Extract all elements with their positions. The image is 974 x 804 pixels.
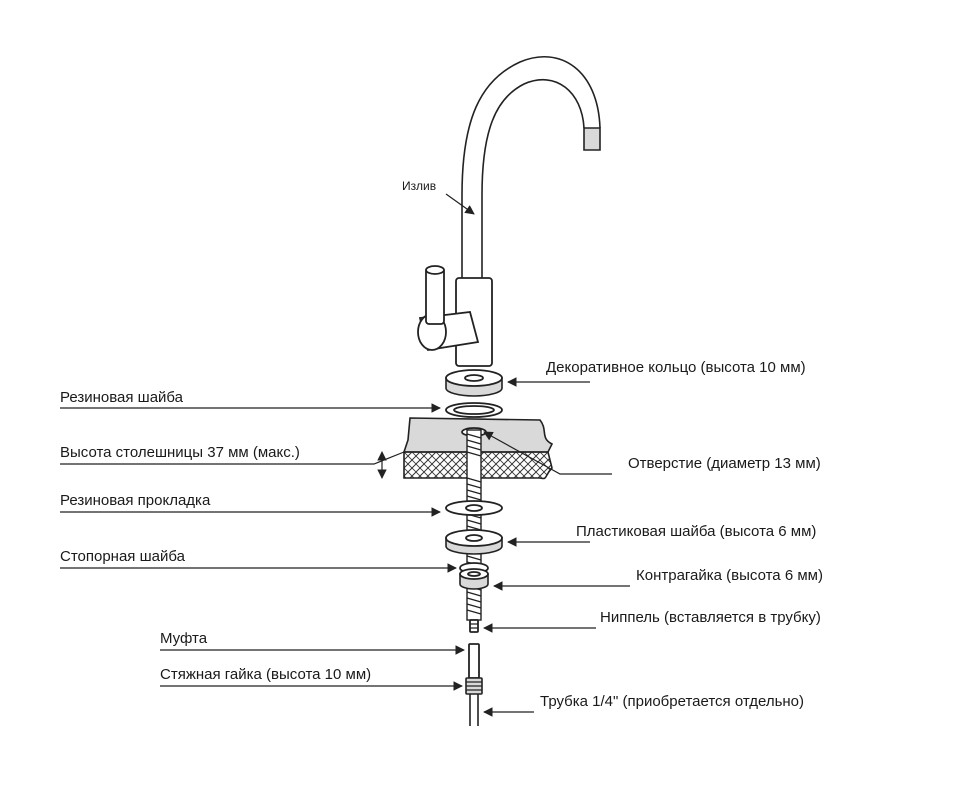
nipple — [469, 619, 479, 633]
lock-washer-and-nut — [459, 562, 489, 590]
rubber-gasket — [445, 500, 503, 516]
labels: Излив Декоративное кольцо (высота 10 мм)… — [60, 179, 823, 710]
plastic-washer — [445, 529, 503, 555]
label-lock-nut: Контрагайка (высота 6 мм) — [636, 567, 823, 584]
label-rubber-gasket: Резиновая прокладка — [60, 492, 211, 509]
label-coupling: Муфта — [160, 630, 208, 647]
label-tube: Трубка 1/4" (приобретается отдельно) — [540, 693, 804, 710]
label-hole: Отверстие (диаметр 13 мм) — [628, 455, 821, 472]
label-rubber-washer: Резиновая шайба — [60, 389, 184, 406]
arrow-countertop — [60, 451, 405, 465]
label-decorative-ring: Декоративное кольцо (высота 10 мм) — [546, 359, 806, 376]
label-lock-washer: Стопорная шайба — [60, 548, 186, 565]
leader-lines — [60, 193, 630, 717]
label-compression-nut: Стяжная гайка (высота 10 мм) — [160, 666, 371, 683]
faucet-spout — [461, 56, 601, 285]
arrow-spout — [445, 193, 475, 215]
decorative-ring — [445, 369, 503, 397]
label-nipple: Ниппель (вставляется в трубку) — [600, 609, 821, 626]
label-spout: Излив — [402, 179, 436, 193]
faucet-body — [417, 265, 493, 367]
label-countertop-height: Высота столешницы 37 мм (макс.) — [60, 444, 300, 461]
threaded-shank — [466, 429, 482, 621]
label-plastic-washer: Пластиковая шайба (высота 6 мм) — [576, 523, 816, 540]
arrow-hole — [483, 431, 612, 475]
rubber-washer — [445, 402, 503, 418]
tube — [469, 694, 479, 726]
coupling-and-nut — [465, 643, 483, 695]
